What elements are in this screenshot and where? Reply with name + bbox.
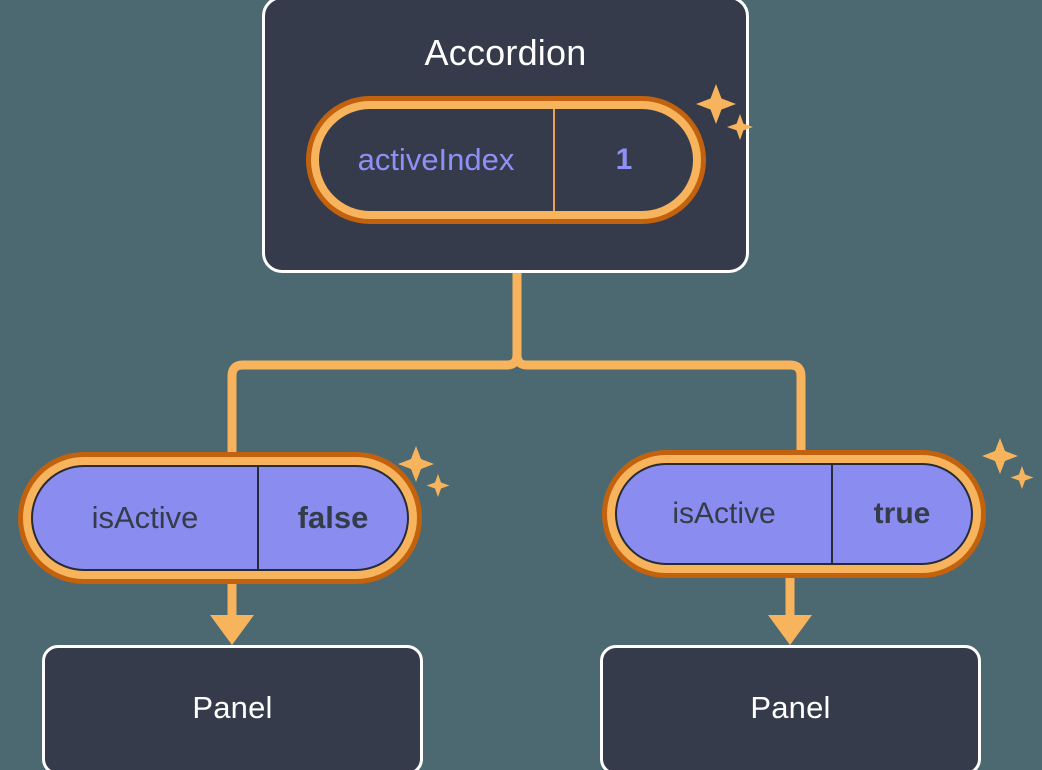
four-point-star-small-icon <box>426 474 450 497</box>
prop-pill-left-value: false <box>257 467 407 569</box>
branch-right-path <box>512 268 806 465</box>
state-pill-activeindex[interactable]: activeIndex 1 <box>306 96 706 224</box>
prop-pill-left-key: isActive <box>91 500 199 535</box>
prop-pill-right-value: true <box>831 465 971 563</box>
panel-component-card-left[interactable]: Panel <box>42 645 423 770</box>
accordion-card-title: Accordion <box>424 32 587 73</box>
pill-surface: activeIndex 1 <box>319 109 693 211</box>
sparkle-decoration-right <box>980 436 1038 499</box>
pill-surface: isActive true <box>615 463 973 565</box>
four-point-star-icon <box>982 438 1018 474</box>
prop-pill-isactive-true[interactable]: isActive true <box>602 450 986 578</box>
four-point-star-small-icon <box>1010 466 1034 489</box>
pill-surface: isActive false <box>31 465 409 571</box>
panel-card-title-right: Panel <box>750 690 831 725</box>
panel-component-card-right[interactable]: Panel <box>600 645 981 770</box>
branch-left-path <box>227 268 522 465</box>
prop-pill-right-key: isActive <box>672 497 776 530</box>
state-pill-activeindex-key: activeIndex <box>357 142 515 177</box>
arrow-down-icon-left <box>210 578 254 645</box>
arrow-down-icon-right <box>768 574 812 645</box>
state-pill-activeindex-value: 1 <box>553 109 693 211</box>
panel-card-title-left: Panel <box>192 690 273 725</box>
prop-pill-isactive-false[interactable]: isActive false <box>18 452 422 584</box>
